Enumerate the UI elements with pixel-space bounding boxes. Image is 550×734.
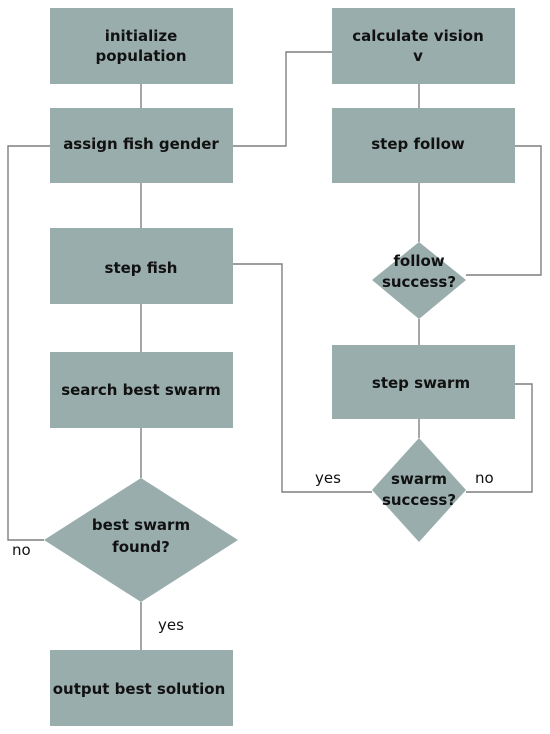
assign-fish-gender-label: assign fish gender (63, 135, 219, 153)
connector-assign-to-vision (233, 51, 332, 147)
follow-success-label-2: success? (382, 273, 456, 291)
step-fish-box (50, 228, 233, 304)
edge-label-found-no: no (12, 541, 31, 559)
search-best-swarm-box (50, 352, 233, 428)
best-swarm-found-decision (44, 478, 238, 602)
swarm-success-label-1: swarm (391, 470, 447, 488)
step-fish-label: step fish (105, 259, 178, 277)
step-follow-box (332, 108, 515, 183)
connector-found-no-loop (7, 145, 50, 541)
step-follow-label: step follow (371, 135, 465, 153)
edge-label-swarm-yes: yes (315, 469, 341, 487)
connector-follow-loop (466, 145, 542, 276)
connectors (7, 51, 542, 650)
output-best-solution-label: output best solution (53, 680, 226, 698)
connector-swarm-no-loop (466, 383, 533, 493)
calculate-vision-label-2: v (413, 47, 423, 65)
assign-fish-gender-box (50, 108, 233, 183)
follow-success-label-1: follow (393, 252, 444, 270)
search-best-swarm-label: search best swarm (61, 381, 221, 399)
swarm-success-decision (372, 438, 466, 542)
edge-label-swarm-no: no (475, 469, 494, 487)
initialize-population-label-2: population (95, 47, 186, 65)
best-swarm-found-label-1: best swarm (92, 516, 190, 534)
connector-swarm-yes-to-stepfish (233, 263, 372, 493)
calculate-vision-box (332, 8, 515, 84)
initialize-population-label-1: initialize (105, 27, 178, 45)
output-best-solution-box (50, 650, 233, 726)
best-swarm-found-label-2: found? (112, 538, 170, 556)
step-swarm-label: step swarm (372, 374, 470, 392)
initialize-population-box (50, 8, 233, 84)
calculate-vision-label-1: calculate vision (352, 27, 484, 45)
edge-label-found-yes: yes (158, 616, 184, 634)
step-swarm-box (332, 345, 515, 419)
follow-success-decision (372, 242, 466, 319)
swarm-success-label-2: success? (382, 491, 456, 509)
